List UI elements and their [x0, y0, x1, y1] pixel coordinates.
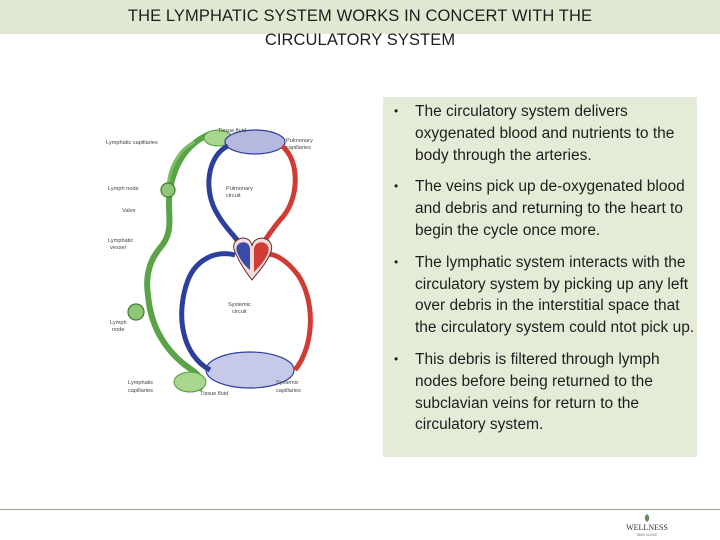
- label-lymphatic-vessel-2: vessel: [110, 245, 126, 251]
- label-systemic-capillaries-2: capillaries: [276, 388, 301, 394]
- systemic-vein: [179, 251, 236, 373]
- lymphatic-capillaries-bottom: [173, 371, 207, 393]
- bullet-text: The circulatory system delivers oxygenat…: [415, 103, 675, 164]
- page-title: THE LYMPHATIC SYSTEM WORKS IN CONCERT WI…: [0, 4, 720, 52]
- label-lymphatic-capillaries-top: Lymphatic capillaries: [106, 140, 158, 146]
- bullet-item: • The lymphatic system interacts with the…: [390, 252, 696, 339]
- bullet-text: This debris is filtered through lymph no…: [415, 350, 660, 434]
- heart-right-side: [236, 242, 250, 270]
- label-pulmonary-capillaries-1: Pulmonary: [286, 138, 313, 144]
- lymph-node-upper: [160, 182, 176, 198]
- label-systemic-capillaries-1: Systemic: [276, 380, 299, 386]
- logo-subtitle: SKIN CLINIC: [637, 533, 658, 537]
- label-systemic-circuit-2: circuit: [232, 309, 247, 315]
- bullet-marker: •: [394, 104, 399, 118]
- label-lymphatic-capillaries-bottom-1: Lymphatic: [128, 380, 153, 386]
- label-lymph-node-2-1: Lymph: [110, 320, 127, 326]
- label-lymph-node-2-2: node: [112, 327, 124, 333]
- bullet-marker: •: [394, 254, 399, 269]
- label-tissue-fluid-bottom: Tissue fluid: [200, 391, 228, 397]
- bullet-text: The lymphatic system interacts with the …: [415, 253, 695, 337]
- pulmonary-capillaries: [224, 129, 286, 155]
- label-pulmonary-circuit-1: Pulmonary: [226, 186, 253, 192]
- systemic-artery: [264, 251, 313, 372]
- label-lymphatic-vessel-1: Lymphatic: [108, 238, 133, 244]
- label-lymph-node-1: Lymph node: [108, 186, 139, 192]
- bullet-item: • The veins pick up de-oxygenated blood a…: [390, 176, 696, 241]
- title-line-2: CIRCULATORY SYSTEM: [264, 31, 456, 49]
- label-pulmonary-circuit-2: circuit: [226, 193, 241, 199]
- label-tissue-fluid-top: Tissue fluid: [218, 128, 246, 134]
- bullet-item: • This debris is filtered through lymph n…: [390, 349, 696, 436]
- footer-divider: [0, 509, 720, 510]
- label-lymphatic-capillaries-bottom-2: capillaries: [128, 388, 153, 394]
- pulmonary-artery-loop: [257, 144, 298, 250]
- bullet-marker: •: [394, 351, 399, 366]
- lymph-node-lower: [127, 303, 145, 321]
- label-valve: Valve: [122, 208, 136, 214]
- bullet-marker: •: [394, 179, 399, 194]
- bullet-item: • The circulatory system delivers oxygena…: [390, 101, 696, 166]
- label-pulmonary-capillaries-2: capillaries: [286, 145, 311, 151]
- bullet-text: The veins pick up de-oxygenated blood an…: [415, 178, 685, 239]
- logo-wordmark: WELLNESS: [626, 523, 668, 532]
- heart-left-side: [254, 242, 269, 272]
- wellness-logo: WELLNESS SKIN CLINIC: [626, 514, 668, 537]
- label-systemic-circuit-1: Systemic: [228, 302, 251, 308]
- lymphatic-circulatory-diagram: Lymphatic capillaries Tissue fluid Pulmo…: [106, 128, 313, 397]
- pulmonary-vein-loop: [206, 143, 245, 250]
- title-line-1: THE LYMPHATIC SYSTEM WORKS IN CONCERT WI…: [127, 7, 593, 25]
- bullet-list: • The circulatory system delivers oxygena…: [390, 101, 696, 446]
- title-bar: [0, 0, 720, 34]
- bullets-background: [383, 97, 697, 457]
- lymphatic-vessel-upper: [144, 131, 213, 298]
